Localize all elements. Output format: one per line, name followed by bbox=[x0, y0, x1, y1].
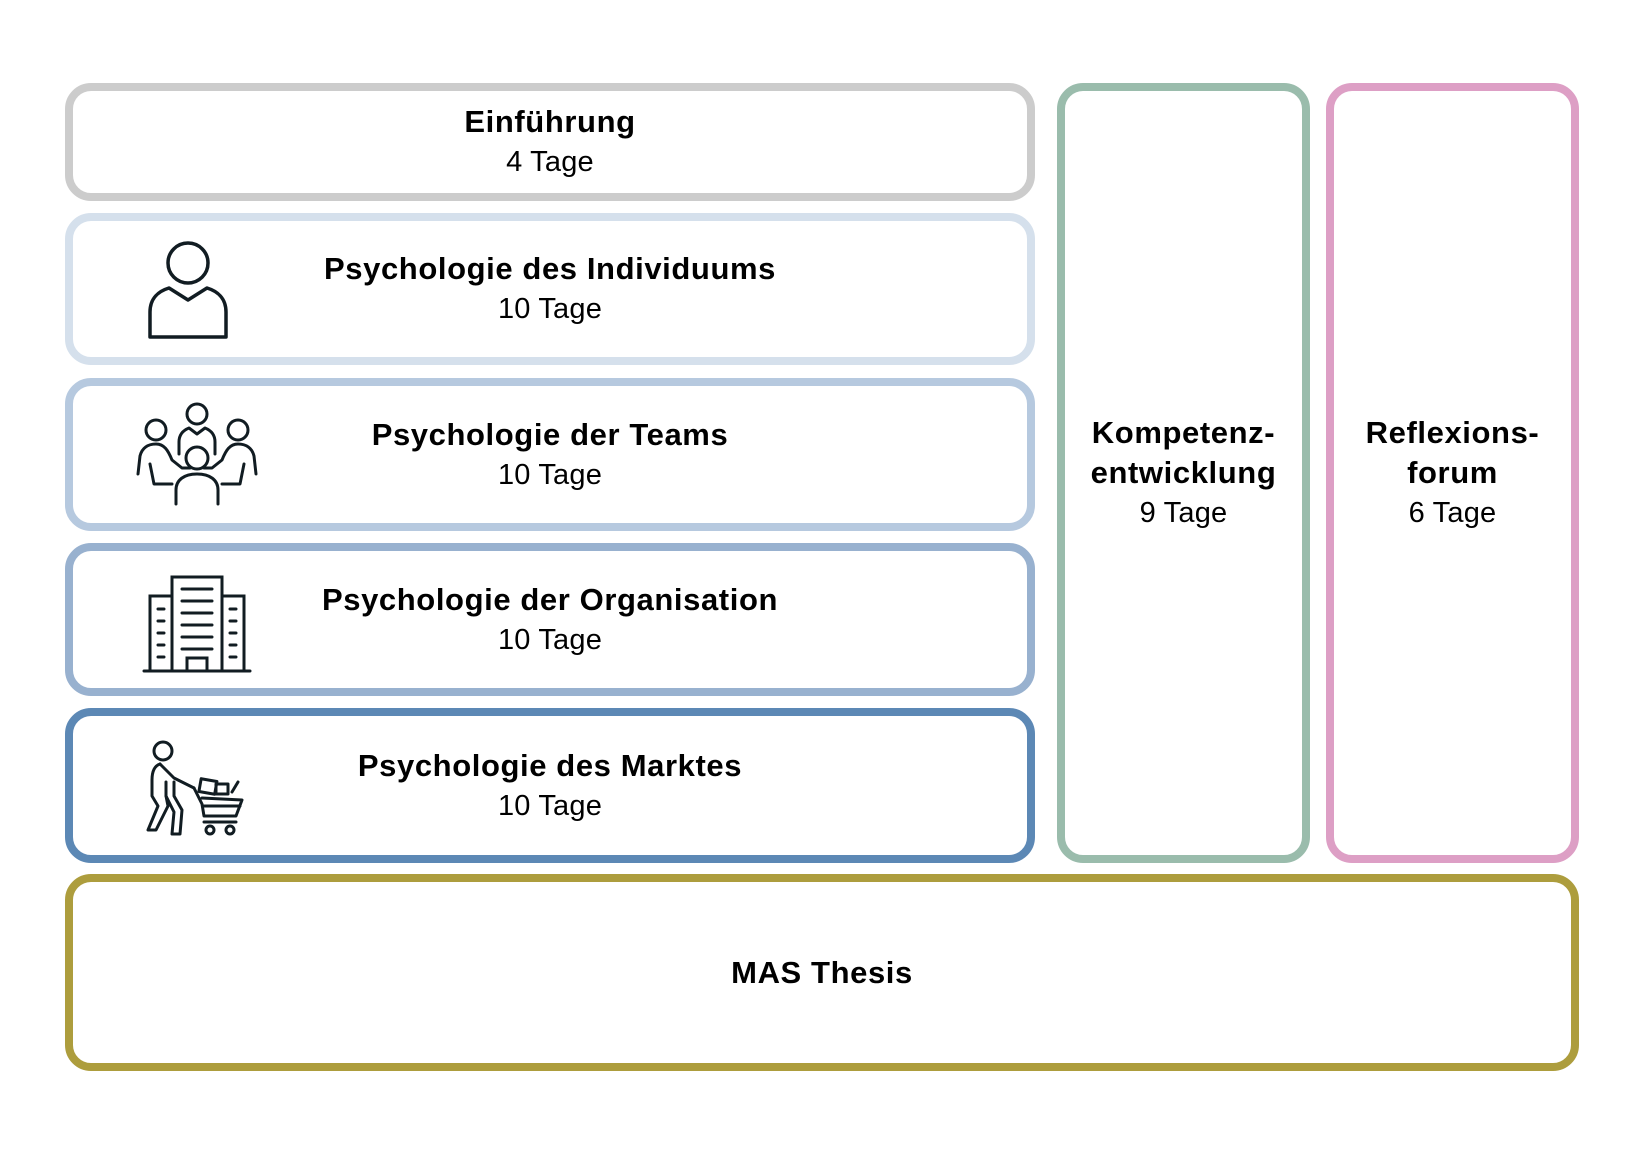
module-psychologie-teams: Psychologie der Teams 10 Tage bbox=[65, 378, 1035, 531]
module-title: Psychologie der Organisation bbox=[321, 581, 779, 617]
module-duration: 6 Tage bbox=[1408, 497, 1497, 529]
office-building-icon bbox=[142, 574, 252, 674]
module-title: Einführung bbox=[464, 104, 636, 139]
module-title-line2: entwicklung bbox=[1090, 455, 1277, 490]
module-psychologie-individuum: Psychologie des Individuums 10 Tage bbox=[65, 213, 1035, 365]
module-title: Psychologie des Individuums bbox=[323, 251, 777, 286]
module-duration: 10 Tage bbox=[497, 293, 603, 325]
module-title: Psychologie des Marktes bbox=[357, 747, 743, 783]
module-title-line2: forum bbox=[1407, 455, 1498, 490]
shopping-cart-person-icon bbox=[146, 740, 246, 840]
module-title: Psychologie der Teams bbox=[371, 416, 729, 452]
module-duration: 9 Tage bbox=[1139, 497, 1228, 529]
person-icon bbox=[147, 240, 229, 340]
module-duration: 10 Tage bbox=[497, 789, 603, 822]
module-title-line1: Reflexions- bbox=[1365, 415, 1540, 450]
module-duration: 4 Tage bbox=[506, 146, 594, 178]
module-duration: 10 Tage bbox=[497, 623, 603, 656]
team-meeting-icon bbox=[136, 402, 258, 506]
module-reflexionsforum: Reflexions- forum 6 Tage bbox=[1326, 83, 1579, 863]
module-duration: 10 Tage bbox=[497, 458, 603, 491]
module-title: MAS Thesis bbox=[731, 954, 913, 990]
module-mas-thesis: MAS Thesis bbox=[65, 874, 1579, 1071]
module-einfuehrung: Einführung 4 Tage bbox=[65, 83, 1035, 201]
module-title-line1: Kompetenz- bbox=[1091, 415, 1276, 450]
module-kompetenzentwicklung: Kompetenz- entwicklung 9 Tage bbox=[1057, 83, 1310, 863]
